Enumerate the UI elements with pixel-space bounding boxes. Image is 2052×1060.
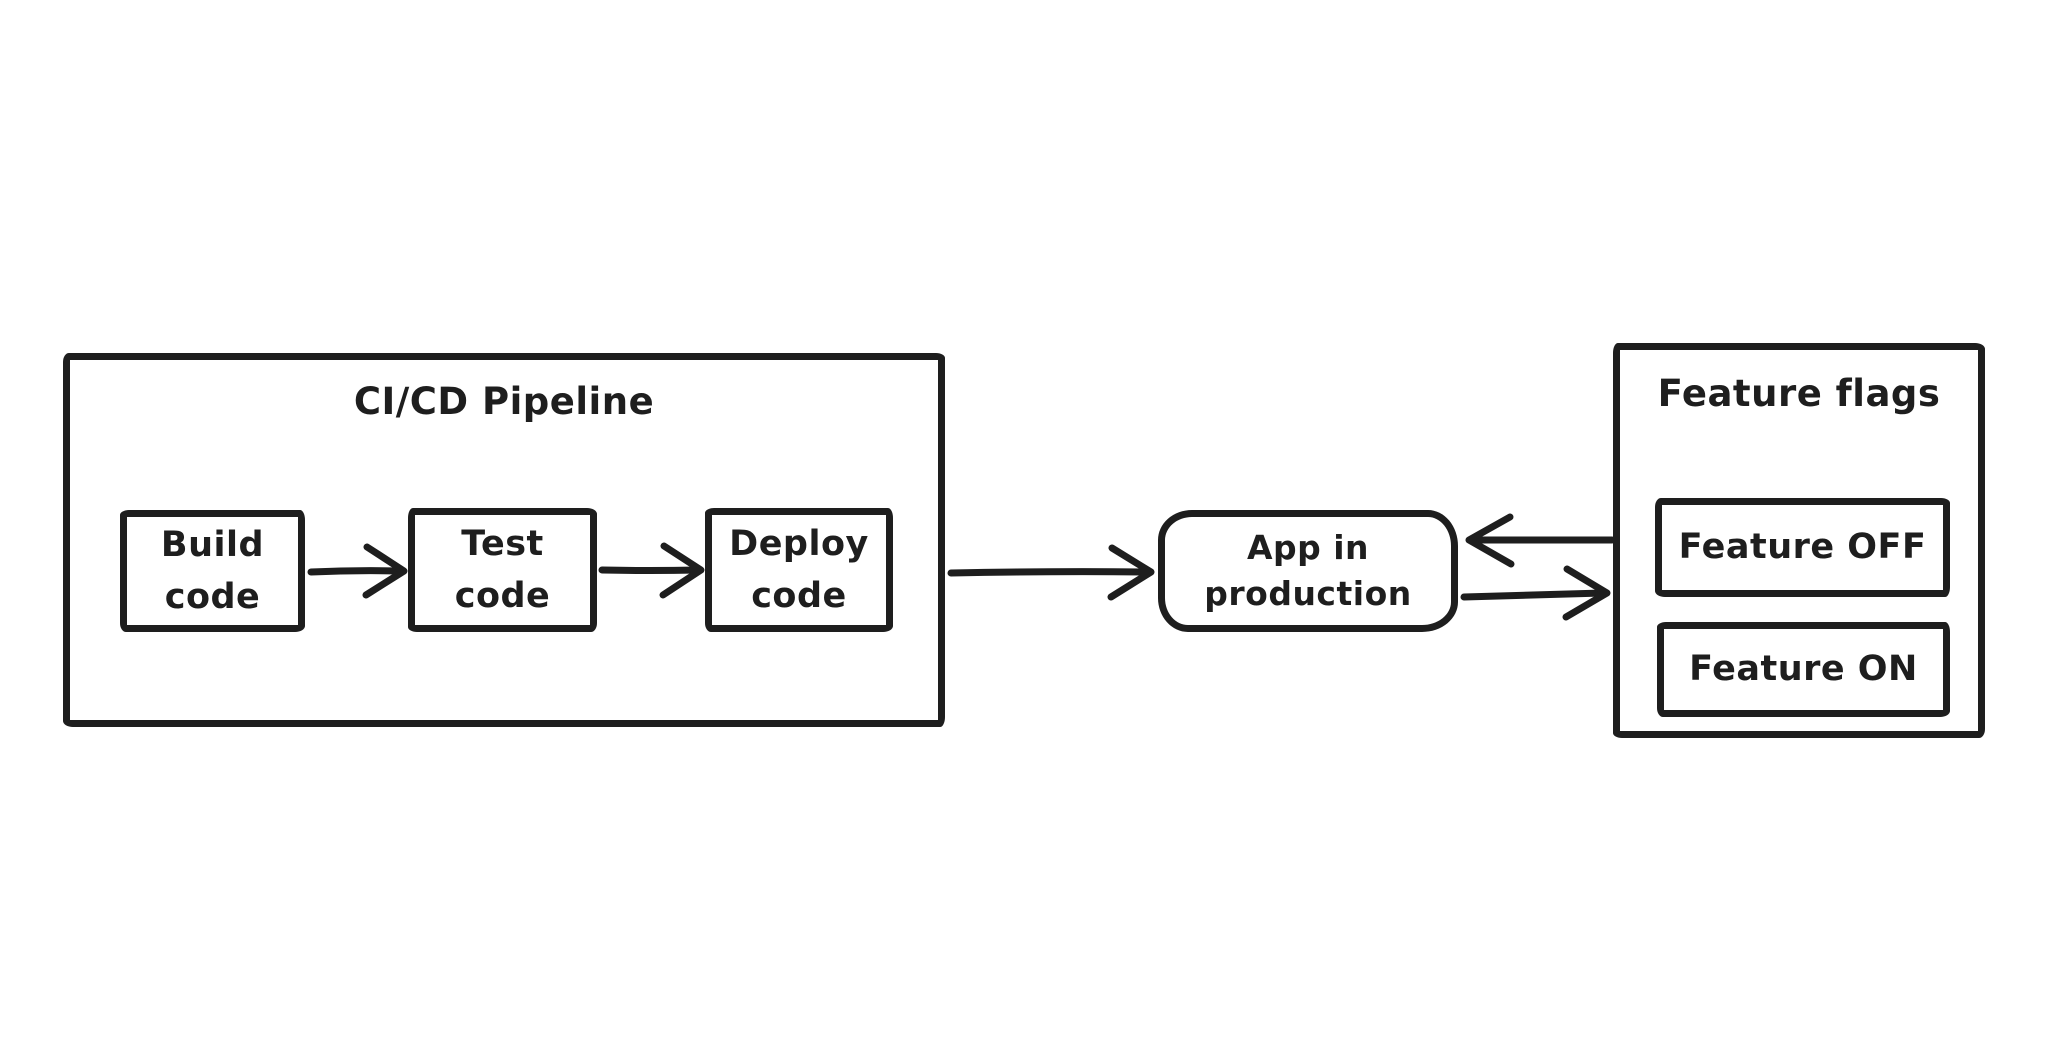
build-code-node: Build code xyxy=(120,510,305,632)
feature-on-label: Feature ON xyxy=(1689,649,1918,690)
feature-off-label: Feature OFF xyxy=(1678,527,1927,568)
build-code-label: Build code xyxy=(160,524,265,618)
app-in-production-node: App in production xyxy=(1158,510,1458,632)
test-code-label: Test code xyxy=(454,523,551,617)
app-in-production-label: App in production xyxy=(1204,527,1412,613)
test-code-node: Test code xyxy=(408,508,597,632)
feature-flags-group: Feature flags Feature OFF Feature ON xyxy=(1613,343,1985,738)
feature-off-node: Feature OFF xyxy=(1655,498,1950,597)
deploy-code-node: Deploy code xyxy=(705,508,893,632)
arrow-app-to-feature-flags xyxy=(1460,565,1611,621)
cicd-pipeline-group: CI/CD Pipeline Build code Test code Depl… xyxy=(63,353,945,727)
feature-on-node: Feature ON xyxy=(1657,622,1950,717)
arrow-feature-flags-to-app xyxy=(1465,513,1616,568)
feature-flags-title: Feature flags xyxy=(1657,372,1941,415)
arrow-pipeline-to-app xyxy=(947,544,1155,601)
cicd-pipeline-title: CI/CD Pipeline xyxy=(353,380,655,423)
deploy-code-label: Deploy code xyxy=(729,523,869,617)
